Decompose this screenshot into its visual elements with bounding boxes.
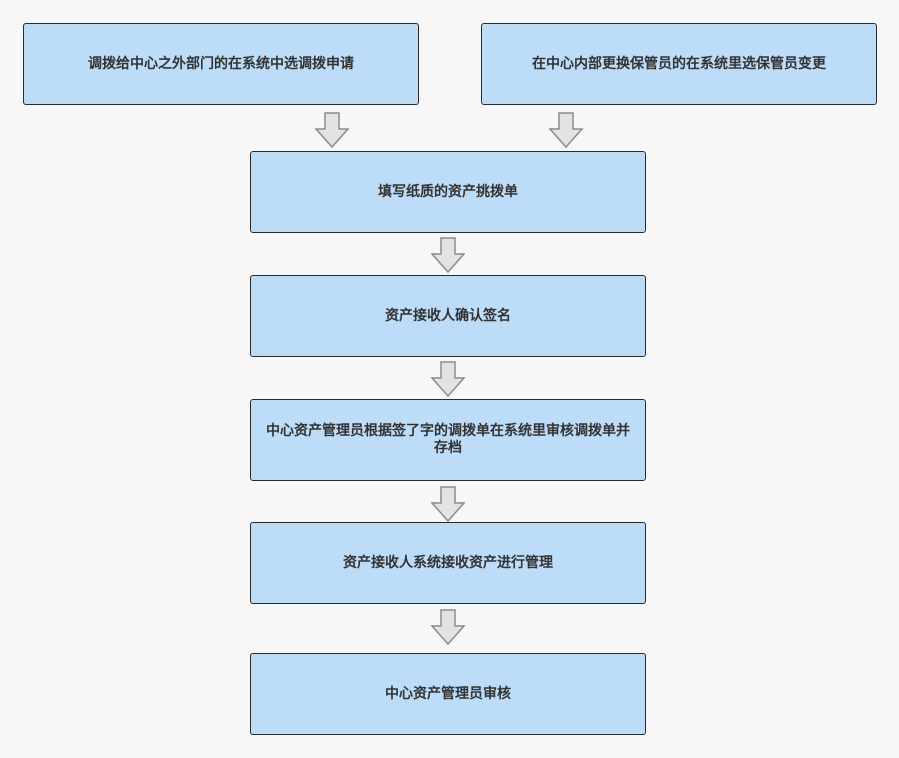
node-label: 调拨给中心之外部门的在系统中选调拨申请 [88, 55, 354, 72]
block-down-arrow-icon [430, 486, 466, 522]
block-down-arrow-icon [548, 112, 584, 148]
block-down-arrow-icon [430, 237, 466, 273]
node-admin-final-review: 中心资产管理员审核 [250, 653, 646, 735]
node-label: 中心资产管理员根据签了字的调拨单在系统里审核调拨单并存档 [266, 423, 630, 456]
node-label: 在中心内部更换保管员的在系统里选保管员变更 [532, 55, 826, 72]
node-receiver-sign: 资产接收人确认签名 [250, 275, 646, 357]
node-label: 中心资产管理员审核 [385, 685, 511, 702]
node-label: 资产接收人系统接收资产进行管理 [343, 554, 553, 571]
block-down-arrow-icon [430, 361, 466, 397]
block-down-arrow-icon [430, 609, 466, 645]
node-label: 资产接收人确认签名 [385, 307, 511, 324]
node-request-external-transfer: 调拨给中心之外部门的在系统中选调拨申请 [23, 23, 419, 105]
node-label: 填写纸质的资产挑拨单 [378, 183, 518, 200]
node-fill-paper-form: 填写纸质的资产挑拨单 [250, 151, 646, 233]
block-down-arrow-icon [314, 112, 350, 148]
node-admin-review-archive: 中心资产管理员根据签了字的调拨单在系统里审核调拨单并存档 [250, 399, 646, 481]
node-change-custodian: 在中心内部更换保管员的在系统里选保管员变更 [481, 23, 877, 105]
node-receiver-accept: 资产接收人系统接收资产进行管理 [250, 522, 646, 604]
